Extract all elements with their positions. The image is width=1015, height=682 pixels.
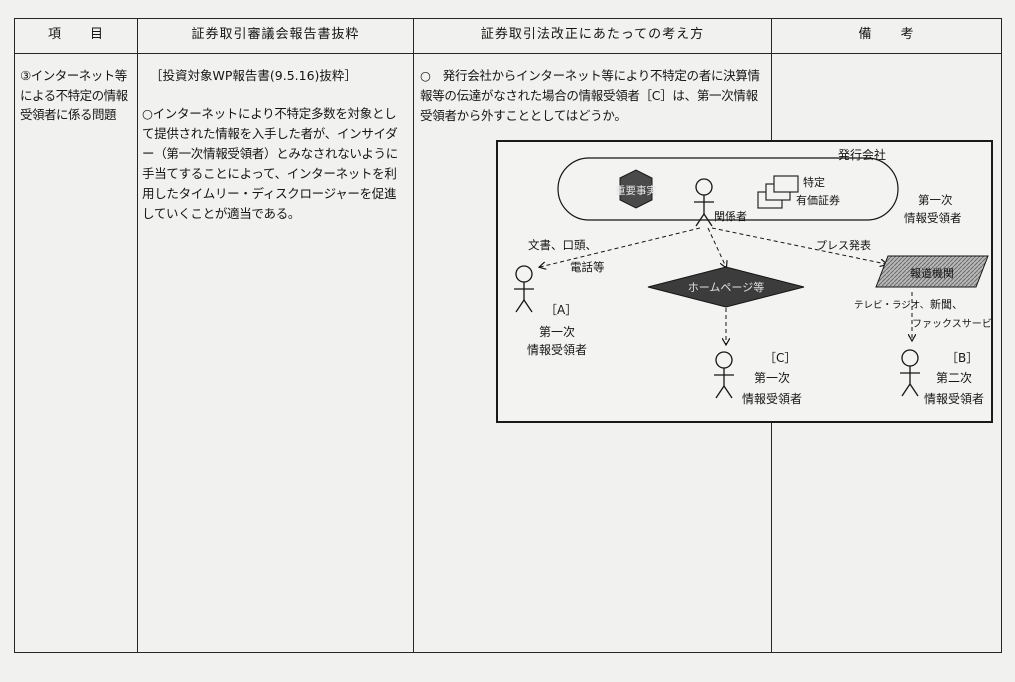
fax-service-label: ファックスサービス等: [912, 317, 991, 330]
press-release-label: プレス発表: [816, 238, 871, 252]
insider-label: 関係者: [714, 210, 747, 223]
header-excerpt: 証券取引審議会報告書抜粋: [191, 27, 360, 42]
recipient-c-label-1: 第一次: [754, 371, 790, 385]
table-left-border: [14, 18, 15, 652]
table-header-border: [14, 53, 1002, 54]
newspaper-label: 新聞、: [930, 297, 963, 311]
recipient-a-label-1: 第一次: [539, 325, 575, 339]
item-cell: ③インターネット等による不特定の情報受領者に係る問題: [20, 68, 128, 122]
homepage-diamond: [647, 266, 805, 308]
channel-direct-label-1: 文書、口頭、: [528, 238, 597, 252]
press-organization-box: [875, 255, 989, 288]
recipient-b-label-2: 情報受領者: [924, 391, 984, 406]
recipient-b-tag: ［B］: [946, 351, 978, 365]
excerpt-heading: ［投資対象WP報告書(9.5.16)抜粋］: [150, 68, 357, 83]
table-bottom-border: [14, 652, 1002, 653]
recipient-c-tag: ［C］: [764, 351, 796, 365]
header-remarks: 備 考: [858, 27, 915, 42]
press-recipient-label-2: 情報受領者: [904, 211, 962, 225]
important-fact-hexagon: [619, 169, 653, 209]
recipient-b-label-1: 第二次: [936, 371, 972, 385]
information-flow-diagram: 発行会社 重要事実 関係者 特定 有価証券: [496, 140, 1012, 423]
excerpt-body: ○インターネットにより不特定多数を対象として提供された情報を入手した者が、インサ…: [142, 106, 398, 221]
important-fact-label: 重要事実: [615, 184, 657, 197]
securities-documents-icon: [757, 175, 799, 209]
recipient-c-label-2: 情報受領者: [742, 391, 802, 406]
homepage-label: ホームページ等: [688, 280, 764, 294]
recipient-a-figure-icon: [514, 265, 534, 313]
column-divider-1: [137, 18, 138, 652]
tv-radio-label: テレビ・ラジオ、: [854, 300, 929, 311]
header-approach: 証券取引法改正にあたっての考え方: [480, 27, 705, 42]
securities-label-2: 有価証券: [796, 193, 840, 207]
table-top-border: [14, 18, 1002, 19]
press-organization-label: 報道機関: [910, 266, 954, 280]
column-divider-2: [413, 18, 414, 652]
channel-direct-label-2: 電話等: [570, 260, 605, 274]
issuer-oval: [557, 157, 899, 221]
table-right-border: [1001, 18, 1002, 652]
press-recipient-label-1: 第一次: [918, 193, 953, 207]
recipient-a-tag: ［A］: [545, 303, 577, 317]
arrow-to-press: [711, 227, 886, 264]
header-item: 項 目: [47, 27, 104, 42]
securities-label-1: 特定: [803, 175, 825, 189]
recipient-b-figure-icon: [900, 349, 920, 397]
recipient-a-label-2: 情報受領者: [527, 342, 587, 357]
arrow-to-homepage: [707, 227, 726, 267]
insider-figure-icon: [694, 178, 714, 227]
approach-body: ○ 発行会社からインターネット等により不特定の者に決算情報等の伝達がなされた場合…: [420, 68, 760, 123]
recipient-c-figure-icon: [714, 351, 734, 399]
issuer-label: 発行会社: [838, 147, 886, 162]
